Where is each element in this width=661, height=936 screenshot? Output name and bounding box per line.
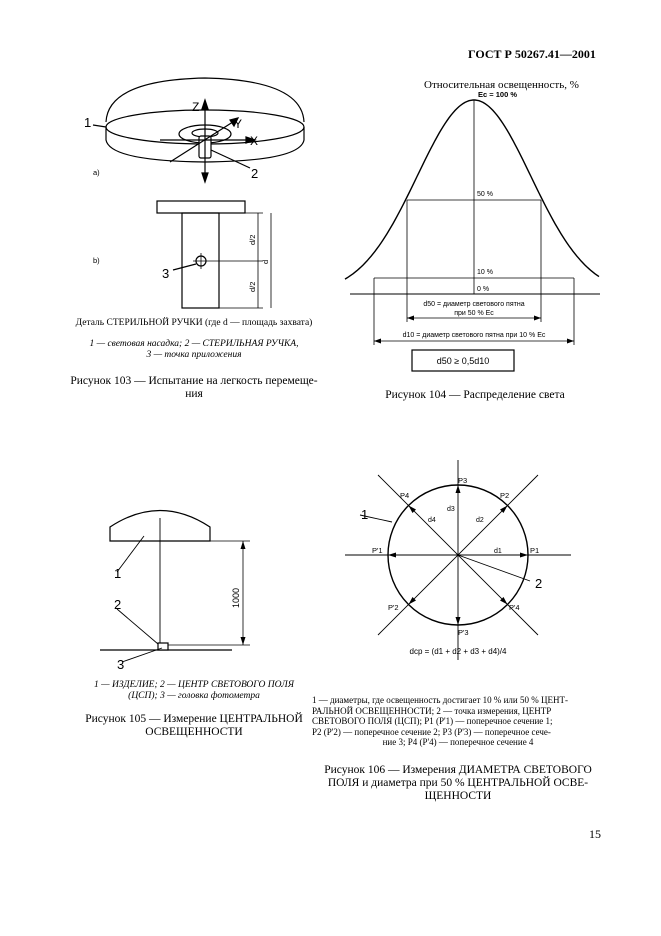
- fig106-legend-line5: ние 3; P4 (P'4) — поперечное сечение 4: [382, 737, 534, 747]
- axis-y-line: [169, 119, 237, 163]
- label-p1-prime: P'1: [372, 546, 383, 555]
- fig106-label-2: 2: [535, 576, 542, 591]
- fig103-legend-line2: 3 — точка приложения: [146, 350, 242, 360]
- dim-d2-bottom: d/2: [248, 282, 257, 292]
- dim-d: d: [261, 260, 270, 264]
- fig105-legend-line1: 1 — ИЗДЕЛИЕ; 2 — ЦЕНТР СВЕТОВОГО ПОЛЯ: [94, 680, 294, 690]
- fig106-legend-line3: СВЕТОВОГО ПОЛЯ (ЦСП); P1 (P'1) — попереч…: [312, 716, 553, 726]
- label-d4: d4: [428, 517, 436, 524]
- label-d1: d1: [494, 548, 502, 555]
- fig105-caption-line1: Рисунок 105 — Измерение ЦЕНТРАЛЬНОЙ: [85, 713, 303, 725]
- axis-x-label: X: [250, 134, 258, 148]
- leader-105-1: [116, 535, 145, 573]
- level-0-label: 0 %: [477, 286, 489, 293]
- fig104-caption: Рисунок 104 — Распределение света: [385, 389, 565, 401]
- label-p2: P2: [500, 491, 509, 500]
- axis-x-arrow: [245, 136, 257, 144]
- leader-2: [210, 149, 251, 169]
- fig106-legend-line1: 1 — диаметры, где освещенность достигает…: [312, 695, 568, 705]
- leader-1: [92, 124, 107, 128]
- level-10-label: 10 %: [477, 269, 493, 276]
- fig105-legend-line2: (ЦСП); 3 — головка фотометра: [128, 691, 260, 701]
- label-2: 2: [251, 166, 258, 181]
- average-diameter-formula: dср = (d1 + d2 + d3 + d4)/4: [410, 647, 508, 656]
- light-distribution-curve: [344, 99, 600, 280]
- label-p2-prime: P'2: [388, 603, 399, 612]
- fig106-caption-line2: ПОЛЯ и диаметра при 50 % ЦЕНТРАЛЬНОЙ ОСВ…: [327, 777, 589, 789]
- level-50-label: 50 %: [477, 191, 493, 198]
- fig104-ylabel: Относительная освещенность, %: [424, 79, 579, 91]
- fig105-label-2: 2: [114, 597, 121, 612]
- formula-box: [411, 349, 515, 372]
- label-d2: d2: [476, 517, 484, 524]
- leader-105-3: [121, 647, 163, 663]
- label-p4-prime: P'4: [509, 603, 520, 612]
- axis-z-arrow: [201, 98, 209, 110]
- ec-label: Eс = 100 %: [478, 90, 517, 99]
- d50-label-line2: при 50 % Eс: [454, 310, 494, 317]
- label-1: 1: [84, 115, 91, 130]
- axis-z-down-arrow: [201, 172, 209, 184]
- fig105-caption-line2: ОСВЕЩЕННОСТИ: [145, 726, 243, 738]
- leader-106-1: [359, 514, 393, 523]
- detail-shaft: [181, 212, 220, 309]
- fig103-detail-caption: Деталь СТЕРИЛЬНОЙ РУЧКИ (где d — площадь…: [75, 318, 313, 328]
- fig106-legend-line4: P2 (P'2) — поперечное сечение 2; P3 (P'3…: [312, 726, 551, 737]
- fig103-caption-line1: Рисунок 103 — Испытание на легкость пере…: [70, 375, 318, 387]
- label-p4: P4: [400, 491, 409, 500]
- dim-d2-top: d/2: [248, 235, 257, 245]
- distance-label: 1000: [231, 588, 241, 608]
- fig106-caption-line1: Рисунок 106 — Измерения ДИАМЕТРА СВЕТОВО…: [324, 764, 592, 776]
- view-b-label: b): [93, 256, 100, 265]
- label-3: 3: [162, 266, 169, 281]
- axis-y-label: Y: [234, 117, 242, 131]
- fig106-legend-line2: РАЛЬНОЙ ОСВЕЩЕННОСТИ; 2 — точка измерени…: [312, 705, 552, 716]
- label-p1: P1: [530, 546, 539, 555]
- fig106-caption-line3: ЩЕННОСТИ: [424, 790, 492, 802]
- lamp-dome: [105, 77, 305, 123]
- d10-label: d10 = диаметр светового пятна при 10 % E…: [403, 332, 546, 339]
- d50-formula: d50 ≥ 0,5d10: [437, 356, 489, 366]
- photometer-head: [157, 642, 169, 651]
- fig106-legend: 1 — диаметры, где освещенность достигает…: [312, 695, 604, 748]
- label-p3-prime: P'3: [458, 628, 469, 637]
- fig103-legend-line1: 1 — световая насадка; 2 — СТЕРИЛЬНАЯ РУЧ…: [89, 339, 299, 349]
- document-header: ГОСТ Р 50267.41—2001: [468, 47, 596, 61]
- axis-z-label: Z: [192, 100, 199, 114]
- view-a-label: a): [93, 168, 100, 177]
- fig103-caption-line2: ния: [185, 388, 203, 400]
- axis-y-arrow: [229, 117, 240, 128]
- d50-label-line1: d50 = диаметр светового пятна: [423, 301, 524, 308]
- measurement-point-leader: [457, 554, 531, 582]
- leader-3: [172, 263, 197, 271]
- page-number: 15: [589, 827, 601, 841]
- leader-105-2: [116, 608, 159, 645]
- fig106-label-1: 1: [361, 507, 368, 522]
- label-d3: d3: [447, 506, 455, 513]
- fig105-label-1: 1: [114, 566, 121, 581]
- fig105-label-3: 3: [117, 657, 124, 672]
- label-p3: P3: [458, 476, 467, 485]
